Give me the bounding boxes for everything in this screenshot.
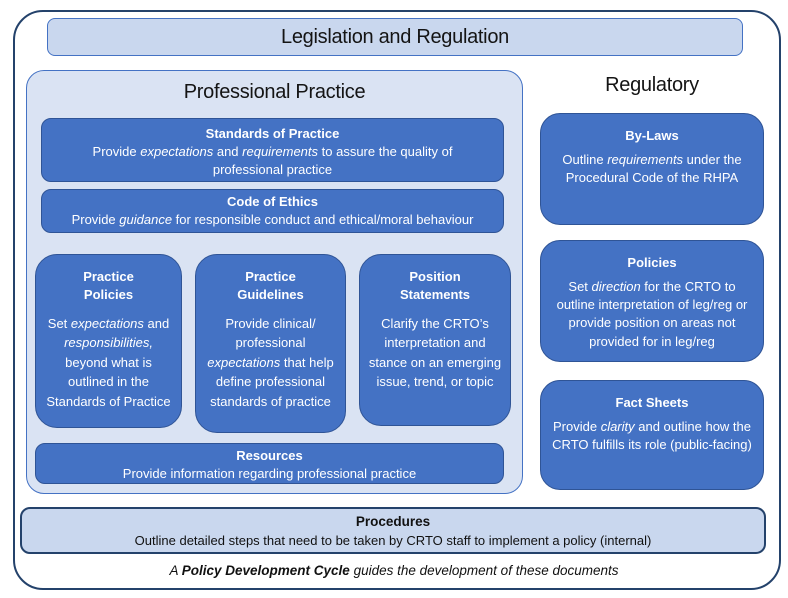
footer-note: A Policy Development Cycle guides the de… <box>169 563 619 578</box>
by-laws-box: By-Laws Outline requirements under the P… <box>540 113 764 225</box>
professional-practice-panel: Professional Practice Standards of Pract… <box>26 70 523 494</box>
procedures-description: Outline detailed steps that need to be t… <box>134 532 652 548</box>
policies-title: Policies <box>627 255 677 270</box>
practice-guidelines-description: Provide clinical/ professional expectati… <box>207 315 334 409</box>
code-of-ethics-title: Code of Ethics <box>226 194 318 209</box>
resources-title: Resources <box>236 448 303 463</box>
practice-policies-title: Practice Policies <box>83 269 134 302</box>
position-statements-title: Position Statements <box>399 269 471 302</box>
position-statements-description: Clarify the CRTO’s interpretation and st… <box>368 315 502 390</box>
fact-sheets-box: Fact Sheets Provide clarity and outline … <box>540 380 764 490</box>
regulatory-heading: Regulatory <box>605 74 699 96</box>
code-of-ethics-description: Provide guidance for responsible conduct… <box>71 211 474 227</box>
by-laws-title: By-Laws <box>625 128 679 143</box>
procedures-title: Procedures <box>355 514 431 529</box>
resources-box: Resources Provide information regarding … <box>35 443 504 484</box>
legislation-regulation-banner: Legislation and Regulation <box>47 18 743 56</box>
outer-frame <box>13 10 781 590</box>
fact-sheets-title: Fact Sheets <box>615 395 689 410</box>
position-statements-box: Position Statements Clarify the CRTO’s i… <box>359 254 511 426</box>
policies-box: Policies Set direction for the CRTO to o… <box>540 240 764 362</box>
professional-practice-heading: Professional Practice <box>183 81 366 103</box>
resources-description: Provide information regarding profession… <box>122 465 417 481</box>
procedures-box: Procedures Outline detailed steps that n… <box>20 507 766 554</box>
code-of-ethics-box: Code of Ethics Provide guidance for resp… <box>41 189 504 233</box>
by-laws-description: Outline requirements under the Procedura… <box>562 151 742 186</box>
practice-policies-box: Practice Policies Set expectations and r… <box>35 254 182 428</box>
practice-policies-description: Set expectations and responsibilities, b… <box>46 315 171 409</box>
policies-description: Set direction for the CRTO to outline in… <box>556 278 748 349</box>
standards-of-practice-description: Provide expectations and requirements to… <box>92 143 453 178</box>
standards-of-practice-box: Standards of Practice Provide expectatio… <box>41 118 504 182</box>
practice-guidelines-title: Practice Guidelines <box>237 269 304 302</box>
standards-of-practice-title: Standards of Practice <box>205 126 340 141</box>
legislation-regulation-title: Legislation and Regulation <box>281 25 509 48</box>
fact-sheets-description: Provide clarity and outline how the CRTO… <box>552 418 752 453</box>
practice-guidelines-box: Practice Guidelines Provide clinical/ pr… <box>195 254 346 433</box>
